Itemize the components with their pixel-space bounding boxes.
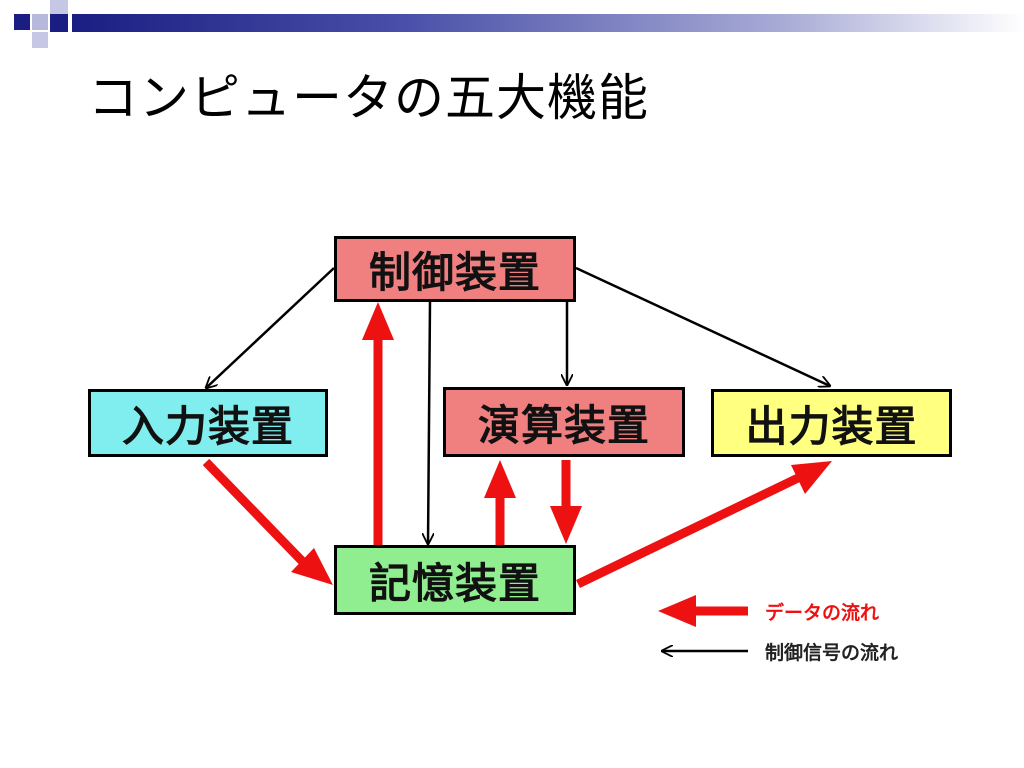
header-gradient-bar xyxy=(72,14,1024,32)
control-unit-box: 制御装置 xyxy=(334,236,576,302)
memory-unit-box: 記憶装置 xyxy=(334,545,576,615)
input-to-memory-arrowhead xyxy=(291,548,333,585)
input-to-memory-arrow xyxy=(202,458,306,565)
slide-title: コンピュータの五大機能 xyxy=(88,69,649,127)
memory-to-control-arrowhead xyxy=(362,302,394,340)
header-square-lavender-1 xyxy=(32,14,48,30)
arithmetic-to-memory-arrowhead xyxy=(550,506,582,544)
control-to-memory-arrow xyxy=(428,301,430,544)
legend-data-flow-label: データの流れ xyxy=(765,602,880,624)
input-unit-box: 入力装置 xyxy=(88,389,328,457)
header-square-navy-2 xyxy=(50,14,68,32)
header-square-navy-1 xyxy=(14,14,30,30)
output-unit-box: 出力装置 xyxy=(711,389,952,457)
arithmetic-unit-box: 演算装置 xyxy=(443,387,685,457)
control-to-output-arrow xyxy=(575,266,830,386)
memory-to-arithmetic-arrowhead xyxy=(484,460,516,498)
memory-to-output-arrowhead xyxy=(791,461,832,494)
memory-to-output-arrow xyxy=(576,473,800,589)
header-square-lavender-3 xyxy=(32,32,48,48)
header-square-lavender-2 xyxy=(50,0,68,14)
legend-control-flow-label: 制御信号の流れ xyxy=(765,642,899,664)
control-to-input-arrow xyxy=(206,267,335,388)
legend-data-arrowhead xyxy=(658,595,696,627)
